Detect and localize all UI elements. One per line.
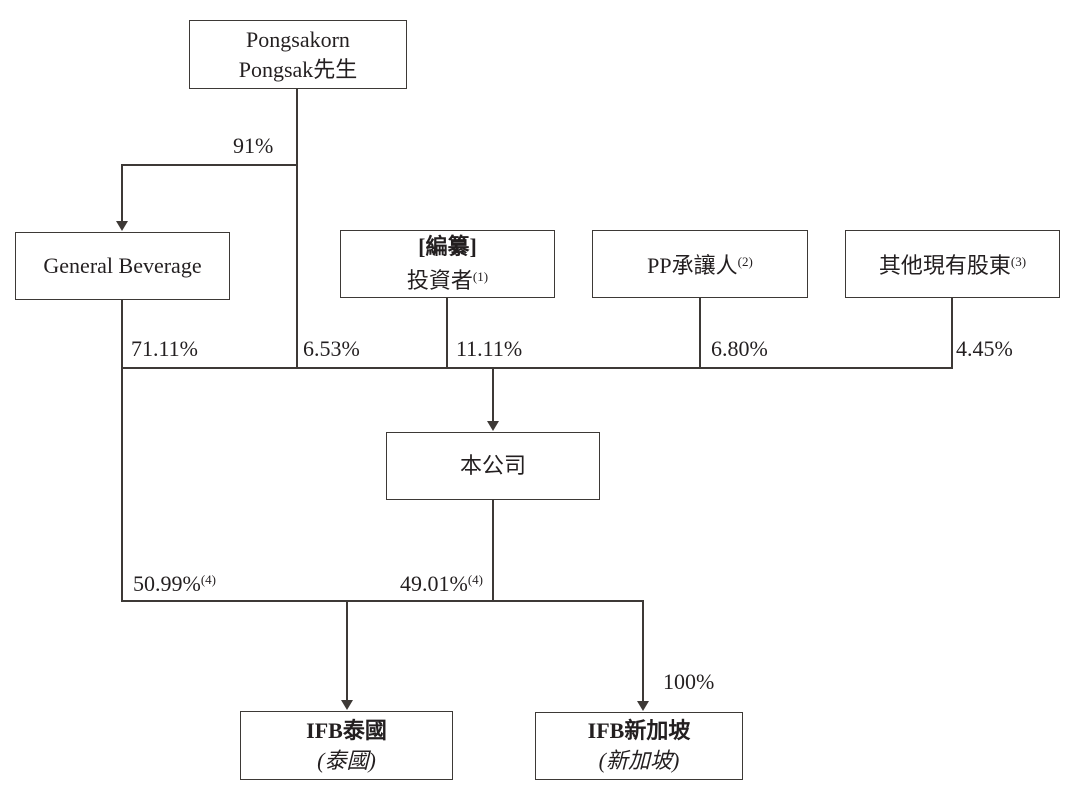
footnote-marker-3: (3) (1010, 254, 1027, 269)
connector-pongsakorn-down (296, 89, 298, 369)
connector-general-beverage-arrow-stem (121, 164, 123, 222)
node-pp-transferees-label: PP承讓人(2) (647, 253, 753, 278)
footnote-marker-4: (4) (200, 572, 216, 587)
ownership-label-general-beverage-company: 71.11% (131, 336, 199, 361)
connector-other-shareholders-down (951, 298, 953, 369)
connector-upper-rail (121, 367, 953, 369)
footnote-marker-1: (1) (472, 269, 489, 284)
connector-ifb-thailand-arrow-stem (346, 600, 348, 701)
arrowhead-ifb-thailand (341, 700, 353, 710)
node-pp-transferees: PP承讓人(2) (592, 230, 808, 298)
node-pongsakorn-line1: Pongsakorn (246, 26, 350, 52)
ownership-label-pp-transferees-company: 6.80% (711, 336, 768, 361)
node-pongsakorn: Pongsakorn Pongsak先生 (189, 20, 407, 89)
ownership-label-pongsakorn-general-beverage: 91% (233, 133, 274, 158)
node-pongsakorn-line2: Pongsak先生 (238, 56, 358, 82)
ownership-label-pongsakorn-company: 6.53% (303, 336, 360, 361)
node-company-label: 本公司 (459, 453, 526, 478)
connector-ifb-singapore-arrow-stem (642, 600, 644, 702)
ownership-label-company-ifb-singapore: 100% (663, 669, 715, 694)
connector-investors-down (446, 298, 448, 369)
node-company: 本公司 (386, 432, 600, 500)
ownership-label-company-ifb-thailand: 49.01%(4) (400, 571, 483, 596)
node-ifb-thailand-line2: (泰國) (317, 747, 376, 773)
connector-lower-rail (121, 600, 644, 602)
arrowhead-company (487, 421, 499, 431)
connector-company-arrow-stem (492, 367, 494, 422)
connector-general-beverage-down (121, 300, 123, 602)
ownership-label-general-beverage-ifb-thailand: 50.99%(4) (133, 571, 216, 596)
node-ifb-singapore-line1: IFB新加坡 (587, 718, 691, 743)
node-general-beverage: General Beverage (15, 232, 230, 300)
node-general-beverage-label: General Beverage (43, 253, 202, 278)
connector-pp-transferees-down (699, 298, 701, 369)
node-other-shareholders: 其他現有股東(3) (845, 230, 1060, 298)
arrowhead-general-beverage (116, 221, 128, 231)
node-ifb-singapore: IFB新加坡 (新加坡) (535, 712, 743, 780)
ownership-label-other-shareholders-company: 4.45% (956, 336, 1013, 361)
footnote-marker-4b: (4) (467, 572, 483, 587)
arrowhead-ifb-singapore (637, 701, 649, 711)
node-ifb-thailand-line1: IFB泰國 (306, 717, 387, 743)
node-investors: [編纂] 投資者(1) (340, 230, 555, 298)
node-other-shareholders-label: 其他現有股東(3) (878, 253, 1027, 278)
node-ifb-thailand: IFB泰國 (泰國) (240, 711, 453, 780)
connector-branch-to-general-beverage (121, 164, 298, 166)
node-ifb-singapore-line2: (新加坡) (598, 748, 680, 773)
node-investors-line2: 投資者(1) (406, 268, 489, 293)
footnote-marker-2: (2) (737, 254, 753, 269)
connector-company-down (492, 500, 494, 602)
ownership-label-investors-company: 11.11% (456, 336, 523, 361)
node-investors-line1: [編纂] (418, 234, 477, 259)
